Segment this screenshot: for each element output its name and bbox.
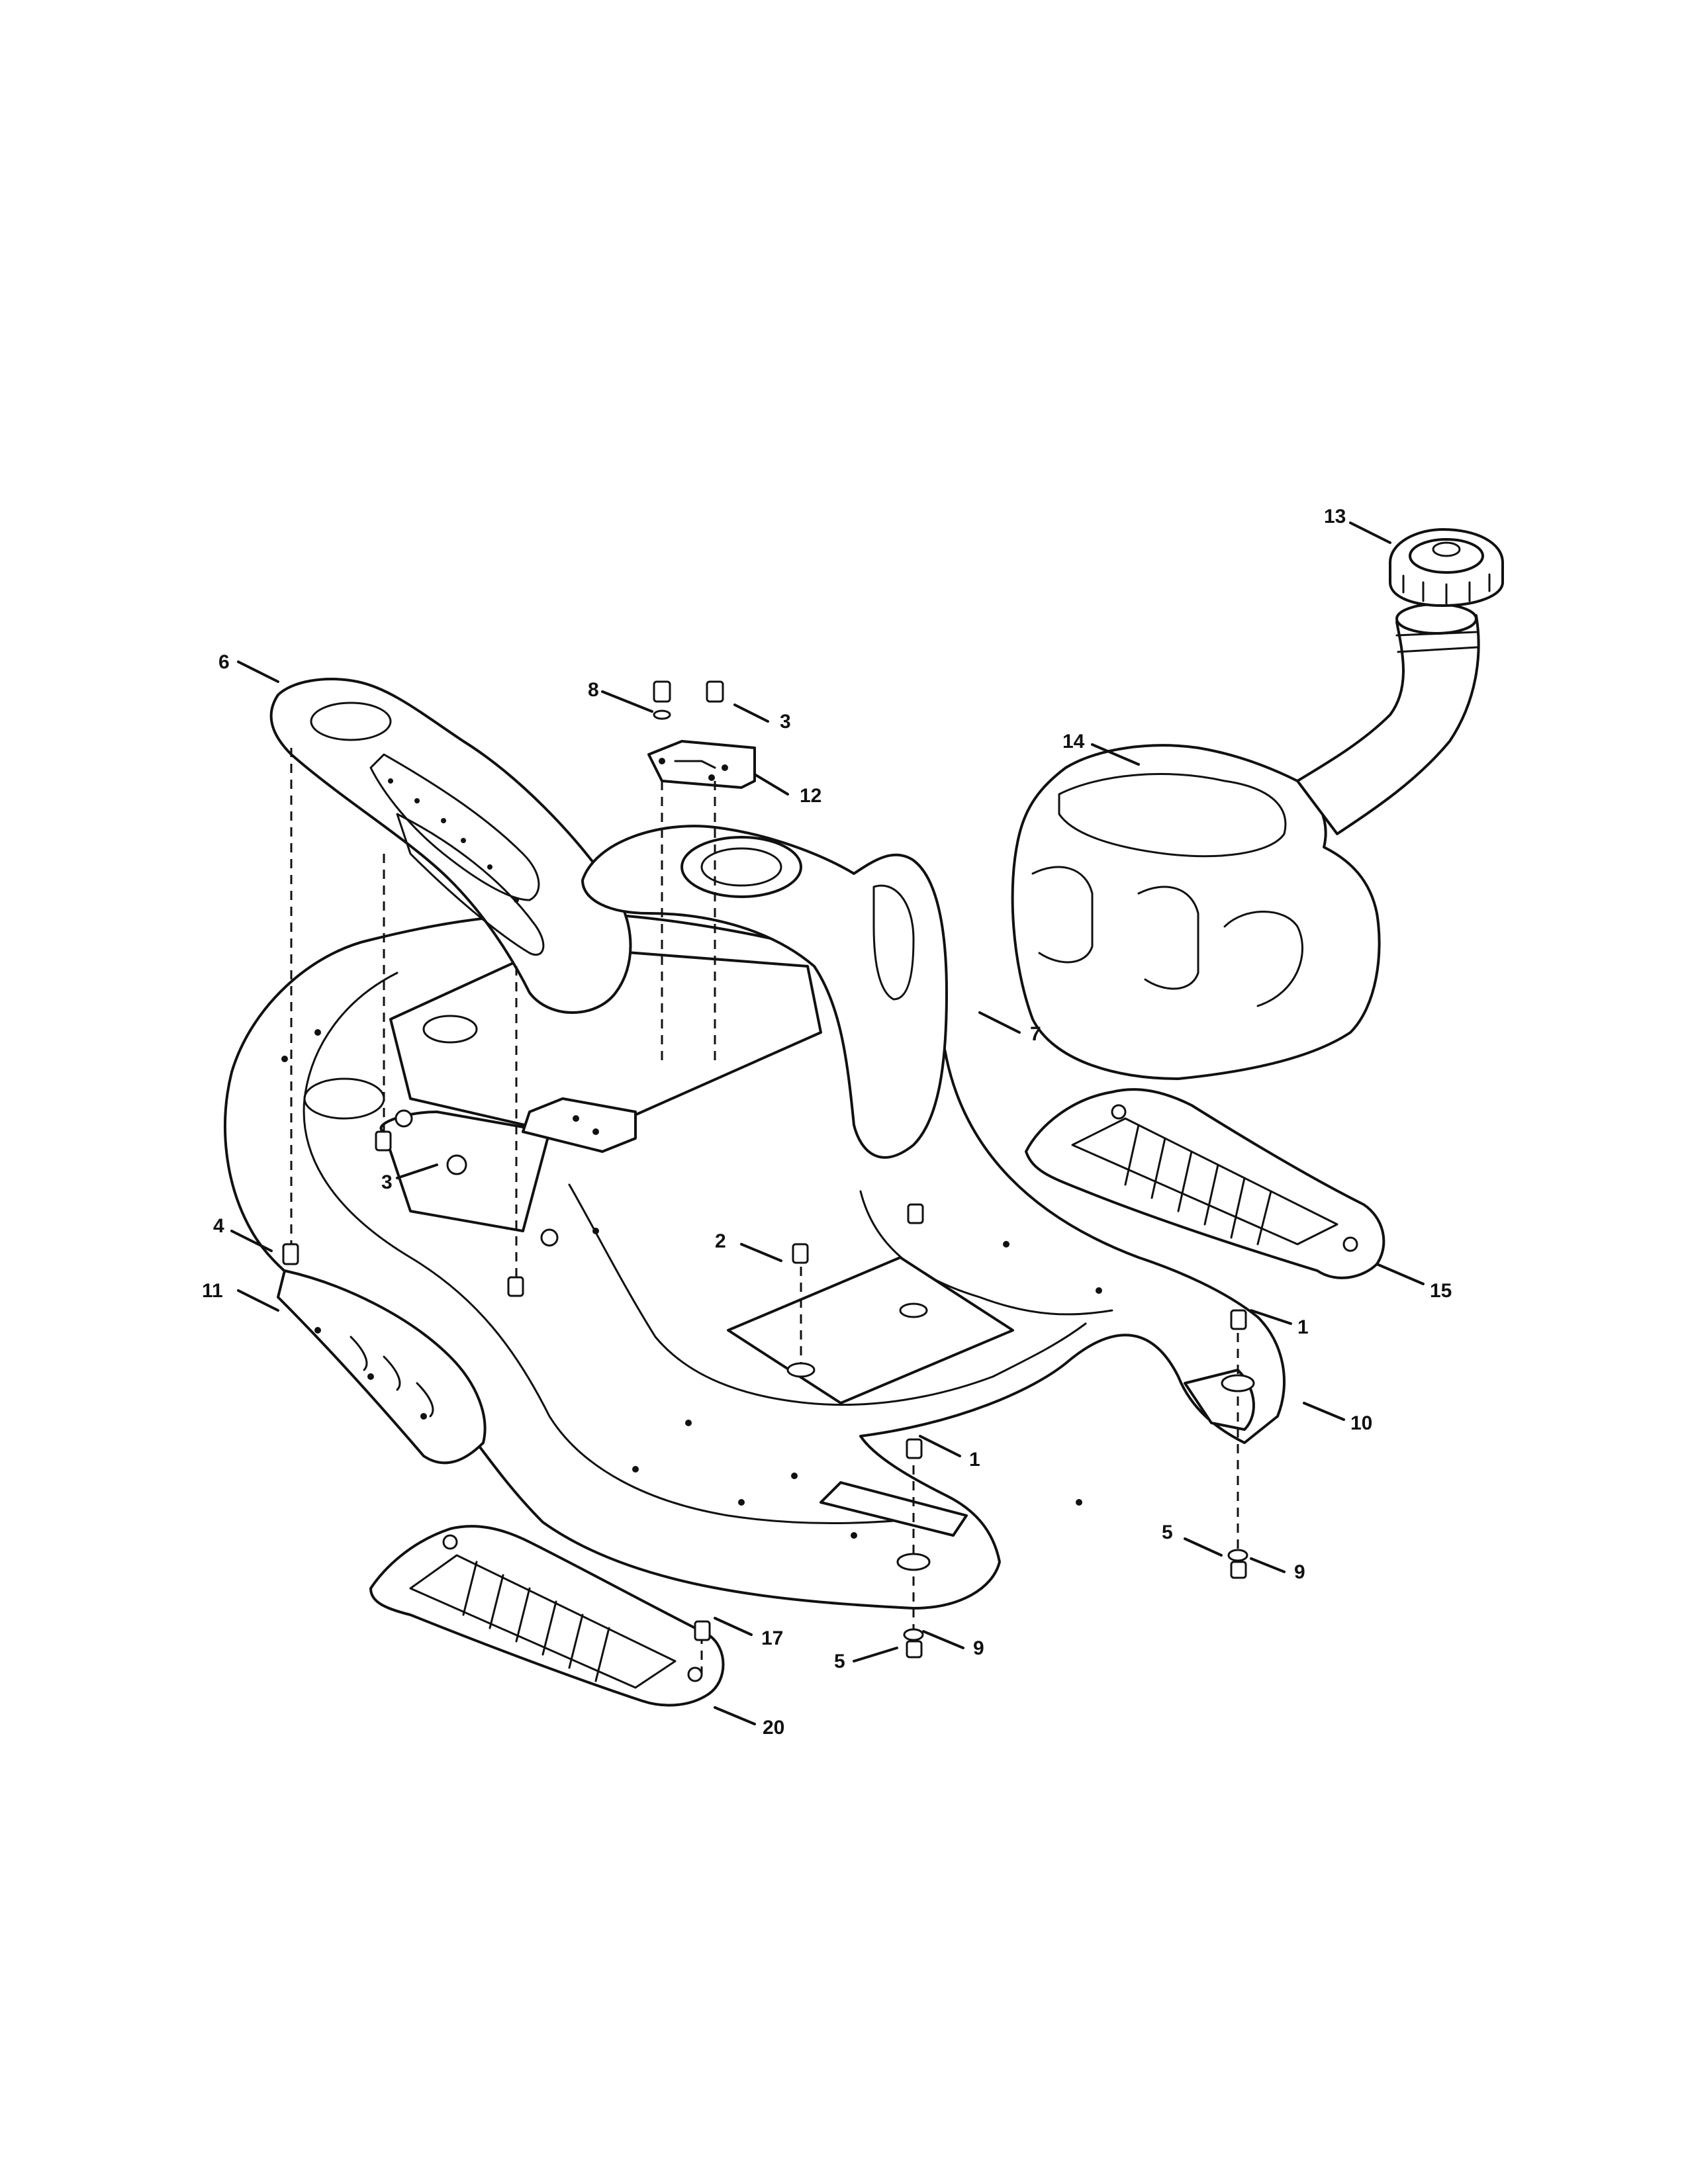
hood-tunnel: [581, 825, 948, 1159]
fuel-cap: [1389, 528, 1504, 607]
skirt-panel: [277, 1269, 487, 1465]
callout-2: 2: [715, 1230, 726, 1252]
callout-8: 8: [588, 679, 599, 701]
callout-4: 4: [213, 1215, 224, 1237]
callout-20: 20: [763, 1717, 784, 1739]
left-footrest: [369, 1525, 725, 1707]
callout-6: 6: [218, 651, 230, 673]
hardware: [282, 680, 1255, 1674]
callout-13: 13: [1324, 506, 1346, 527]
callout-5-right: 5: [1162, 1522, 1173, 1543]
fuel-tank: [1011, 603, 1480, 1080]
callout-3-left: 3: [381, 1171, 393, 1193]
callout-17: 17: [761, 1627, 783, 1649]
callout-7: 7: [1030, 1023, 1041, 1045]
callout-5-center: 5: [834, 1651, 845, 1672]
callout-11: 11: [202, 1280, 223, 1302]
callout-10: 10: [1350, 1412, 1372, 1434]
callout-1-center: 1: [969, 1449, 980, 1471]
callout-3-top: 3: [780, 711, 791, 733]
callout-9-right: 9: [1294, 1561, 1305, 1583]
seat-bracket: [522, 740, 756, 1153]
callout-12: 12: [800, 785, 821, 807]
dash-console: [269, 678, 632, 1014]
right-footrest: [1025, 1088, 1385, 1279]
callouts: 6 8 3 12 13 14 7 3 4 11 2 15 1 10 1 5 9: [202, 506, 1452, 1739]
callout-15: 15: [1430, 1280, 1452, 1302]
screw-4: [282, 1243, 299, 1265]
callout-9-center: 9: [973, 1637, 984, 1659]
callout-14: 14: [1062, 731, 1085, 752]
callout-1-right: 1: [1297, 1316, 1309, 1338]
